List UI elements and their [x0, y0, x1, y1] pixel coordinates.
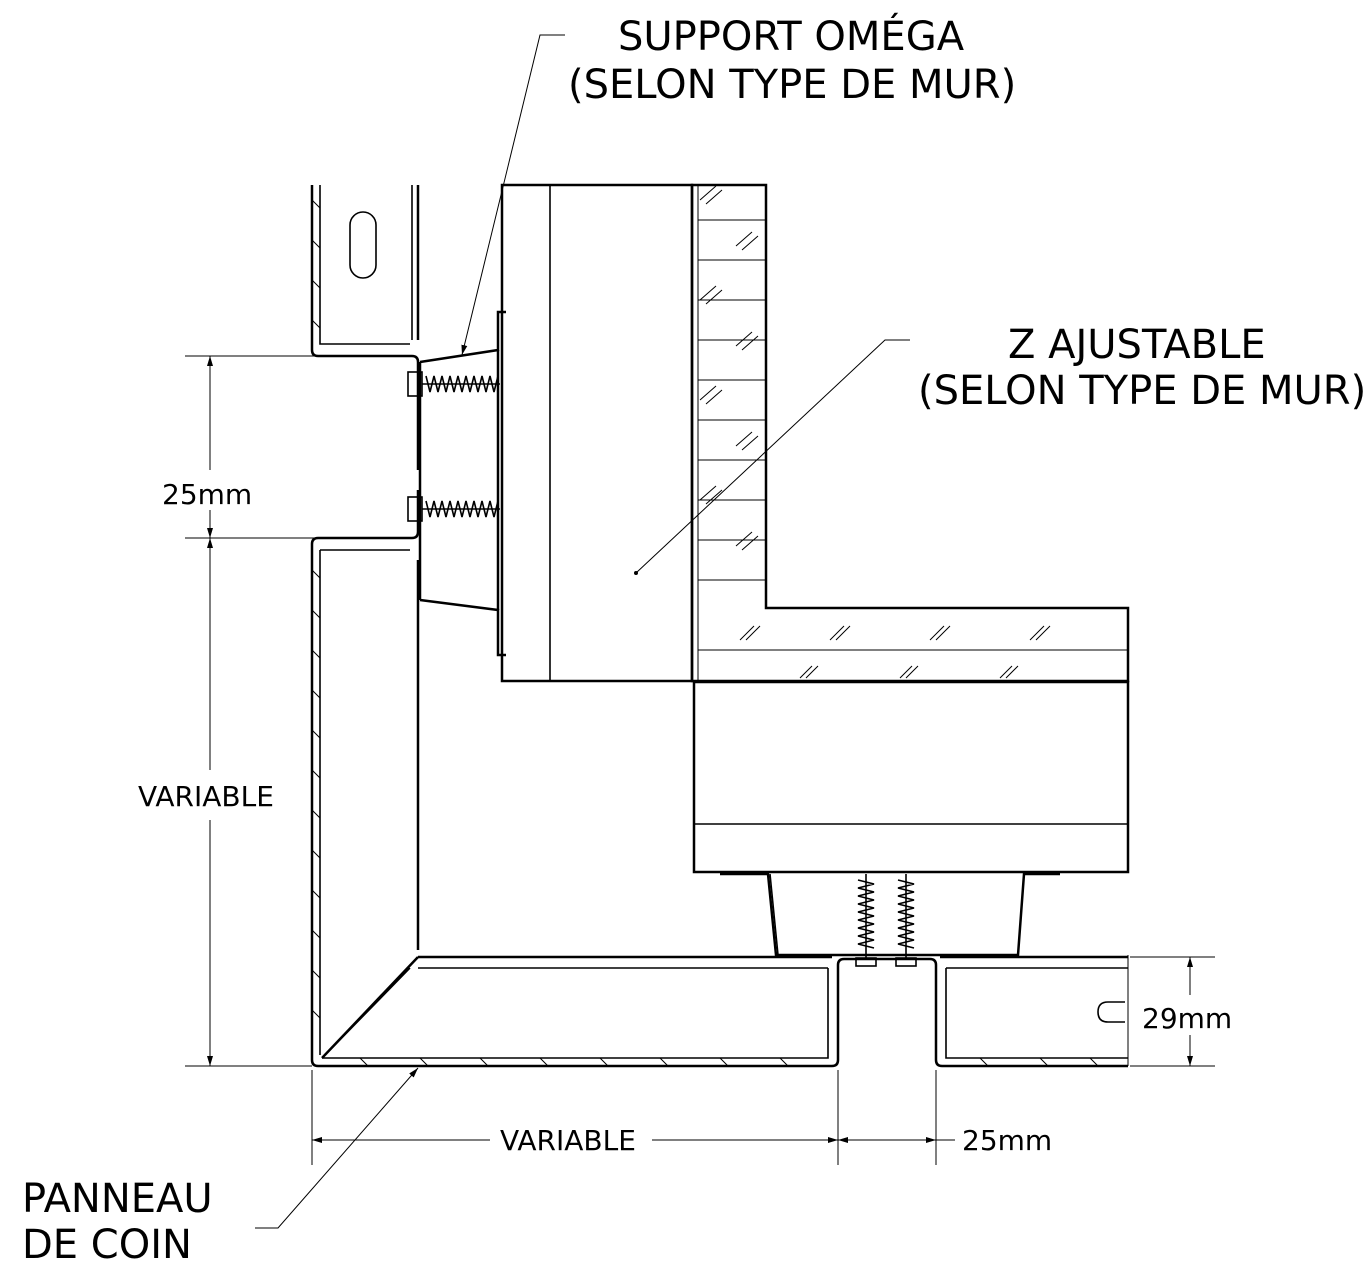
dim-gap-horizontal: 25mm	[962, 1124, 1052, 1157]
slot-hole	[349, 211, 377, 279]
horizontal-panel	[310, 955, 1129, 1068]
panel-hatching	[311, 199, 1099, 1067]
wall-insulation	[690, 183, 1130, 683]
dimension-lines	[185, 355, 1215, 1165]
screws-vertical	[407, 371, 500, 522]
z-adjustable	[500, 183, 694, 683]
dim-height-variable: VARIABLE	[138, 780, 274, 813]
screws-horizontal	[855, 874, 917, 967]
z-ajustable-label-line2: (SELON TYPE DE MUR)	[918, 368, 1366, 414]
dim-return-depth: 29mm	[1142, 1002, 1232, 1035]
vertical-panel	[310, 185, 420, 1060]
slot-hole-horizontal	[1097, 1001, 1125, 1023]
panneau-label-line2: DE COIN	[22, 1222, 192, 1268]
lower-block	[692, 680, 1130, 957]
z-ajustable-label-line1: Z AJUSTABLE	[1008, 322, 1266, 368]
dim-width-variable: VARIABLE	[500, 1124, 636, 1157]
leader-lines	[255, 34, 910, 1229]
omega-support	[418, 310, 506, 657]
support-omega-label-line2: (SELON TYPE DE MUR)	[568, 62, 1016, 108]
panneau-label-line1: PANNEAU	[22, 1176, 213, 1222]
support-omega-label-line1: SUPPORT OMÉGA	[618, 12, 965, 60]
dim-gap-vertical: 25mm	[162, 478, 252, 511]
